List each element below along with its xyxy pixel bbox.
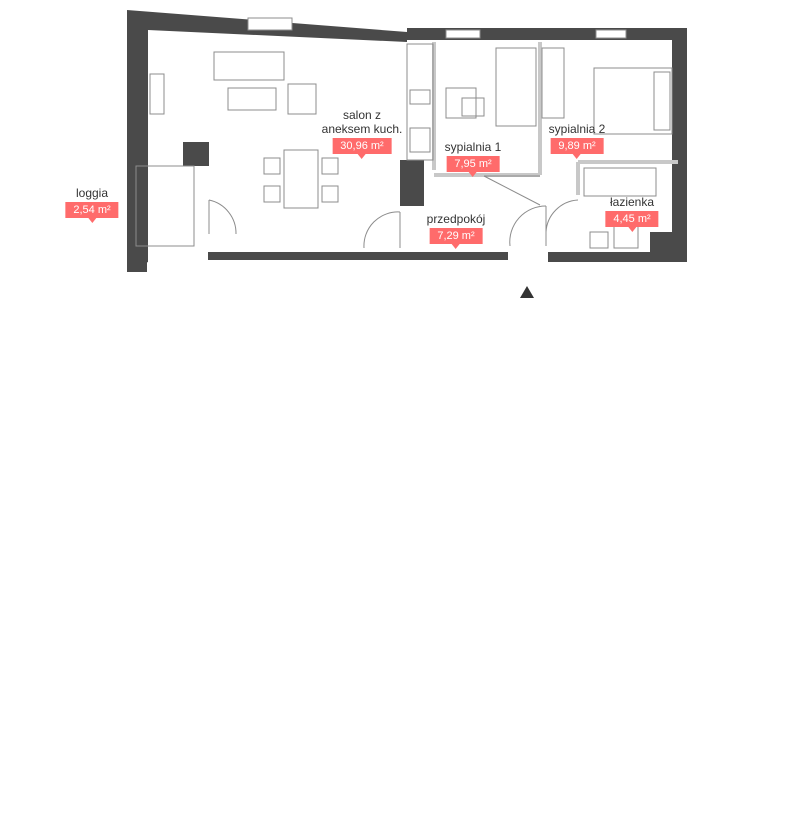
room-label-loggia: loggia 2,54 m² [65, 186, 119, 223]
interior-walls [432, 42, 678, 195]
room-label-sypialnia-1: sypialnia 1 7,95 m² [444, 140, 502, 177]
room-label-salon: salon z aneksem kuch. 30,96 m² [321, 108, 403, 159]
area-badge: 9,89 m² [550, 138, 604, 159]
outer-walls [127, 10, 687, 272]
area-badge: 30,96 m² [332, 138, 392, 159]
room-name: sypialnia 2 [548, 122, 606, 136]
windows [247, 17, 627, 39]
entrance-arrow-icon [520, 286, 534, 298]
room-name: sypialnia 1 [444, 140, 502, 154]
room-name: salon z aneksem kuch. [321, 108, 403, 136]
area-badge: 4,45 m² [605, 211, 659, 232]
room-name: loggia [75, 186, 109, 200]
area-badge: 7,95 m² [446, 156, 500, 177]
room-name: przedpokój [426, 212, 486, 226]
furniture [135, 43, 673, 249]
area-badge: 2,54 m² [65, 202, 119, 223]
room-label-lazienka: łazienka 4,45 m² [605, 195, 659, 232]
room-label-przedpokoj: przedpokój 7,29 m² [426, 212, 486, 249]
room-label-sypialnia-2: sypialnia 2 9,89 m² [548, 122, 606, 159]
area-badge: 7,29 m² [429, 228, 483, 249]
room-name: łazienka [609, 195, 655, 209]
